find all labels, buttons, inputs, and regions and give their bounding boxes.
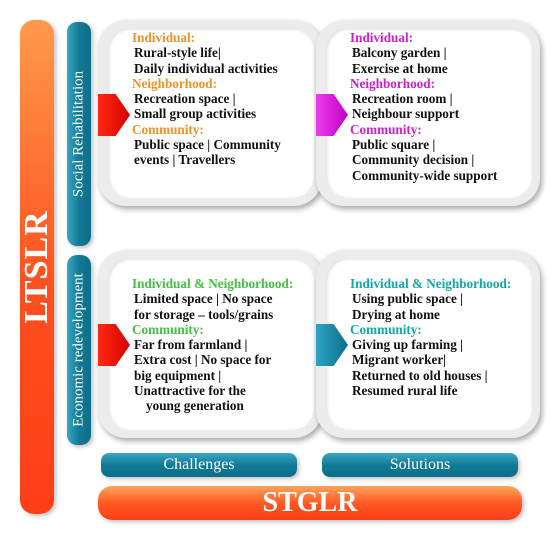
economic-redevelopment-label: Economic redevelopment <box>70 273 87 427</box>
quadrant-text: Individual: Balcony garden | Exercise at… <box>350 30 536 183</box>
text-line: for storage – tools/grains <box>134 306 274 322</box>
ltslr-axis-bar: LTSLR <box>18 20 55 514</box>
solutions-label: Solutions <box>389 456 451 473</box>
text-line: Recreation room | <box>352 91 453 107</box>
text-line: Unattractive for the <box>134 383 246 399</box>
economic-redevelopment-bar: Economic redevelopment <box>67 255 91 445</box>
quadrant-text: Individual & Neighborhood: Limited space… <box>132 276 318 414</box>
text-line: Limited space | No space <box>134 291 273 307</box>
text-line: Exercise at home <box>352 60 448 76</box>
quadrant-economic-challenges: Individual & Neighborhood: Limited space… <box>98 250 322 438</box>
quadrant-social-solutions: Individual: Balcony garden | Exercise at… <box>316 20 540 206</box>
quadrant-panel <box>108 28 314 198</box>
heading-community: Community: <box>132 321 204 337</box>
challenges-bar: Challenges <box>101 453 297 477</box>
heading-community: Community: <box>350 121 422 137</box>
heading-individual: Individual: <box>350 30 414 45</box>
heading-community: Community: <box>132 121 204 137</box>
stglr-axis-bar: STGLR <box>98 486 522 520</box>
heading-neighborhood: Neighborhood: <box>132 75 217 91</box>
challenges-label: Challenges <box>163 456 235 473</box>
quadrant-panel <box>326 28 532 198</box>
text-line: Recreation space | <box>134 91 236 107</box>
text-line: Neighbour support <box>352 106 460 122</box>
quadrant-text: Individual: Rural-style life| Daily indi… <box>132 30 318 168</box>
heading-neighborhood: Neighborhood: <box>350 75 435 91</box>
text-line: Public square | <box>352 137 436 153</box>
social-rehabilitation-bar: Social Rehabilitation <box>67 22 91 246</box>
text-line: Extra cost | No space for <box>134 352 272 368</box>
quadrant-economic-solutions: Individual & Neighborhood: Using public … <box>316 250 540 438</box>
text-line: Small group activities <box>134 106 257 122</box>
quadrant-panel <box>326 258 532 430</box>
text-line: Resumed rural life <box>352 383 458 399</box>
quadrant-social-challenges: Individual: Rural-style life| Daily indi… <box>98 20 322 206</box>
heading-community: Community: <box>350 321 422 337</box>
text-line: Using public space | <box>352 291 463 307</box>
text-line: Far from farmland | <box>134 337 248 353</box>
text-line: events | Travellers <box>134 152 236 168</box>
quadrant-text: Individual & Neighborhood: Using public … <box>350 276 536 398</box>
heading-individual-neighborhood: Individual & Neighborhood: <box>350 276 512 291</box>
text-line: Daily individual activities <box>134 60 278 76</box>
text-line: Community decision | <box>352 152 475 168</box>
stglr-label: STGLR <box>262 487 358 518</box>
solutions-bar: Solutions <box>322 453 518 477</box>
ltslr-label: LTSLR <box>18 210 55 324</box>
text-line: Public space | Community <box>134 137 281 153</box>
text-line: Returned to old houses | <box>352 367 488 383</box>
heading-individual-neighborhood: Individual & Neighborhood: <box>132 276 294 291</box>
text-line: Community-wide support <box>352 167 498 183</box>
text-line: Giving up farming | <box>352 337 463 353</box>
text-line: Balcony garden | <box>352 45 447 61</box>
text-line: Migrant worker| <box>352 352 447 368</box>
quadrant-panel <box>108 258 314 430</box>
text-line: big equipment | <box>134 367 222 383</box>
social-rehabilitation-label: Social Rehabilitation <box>70 70 87 198</box>
heading-individual: Individual: <box>132 30 196 45</box>
text-line: Drying at home <box>352 306 440 322</box>
text-line: young generation <box>146 398 244 414</box>
text-line: Rural-style life| <box>134 45 221 61</box>
